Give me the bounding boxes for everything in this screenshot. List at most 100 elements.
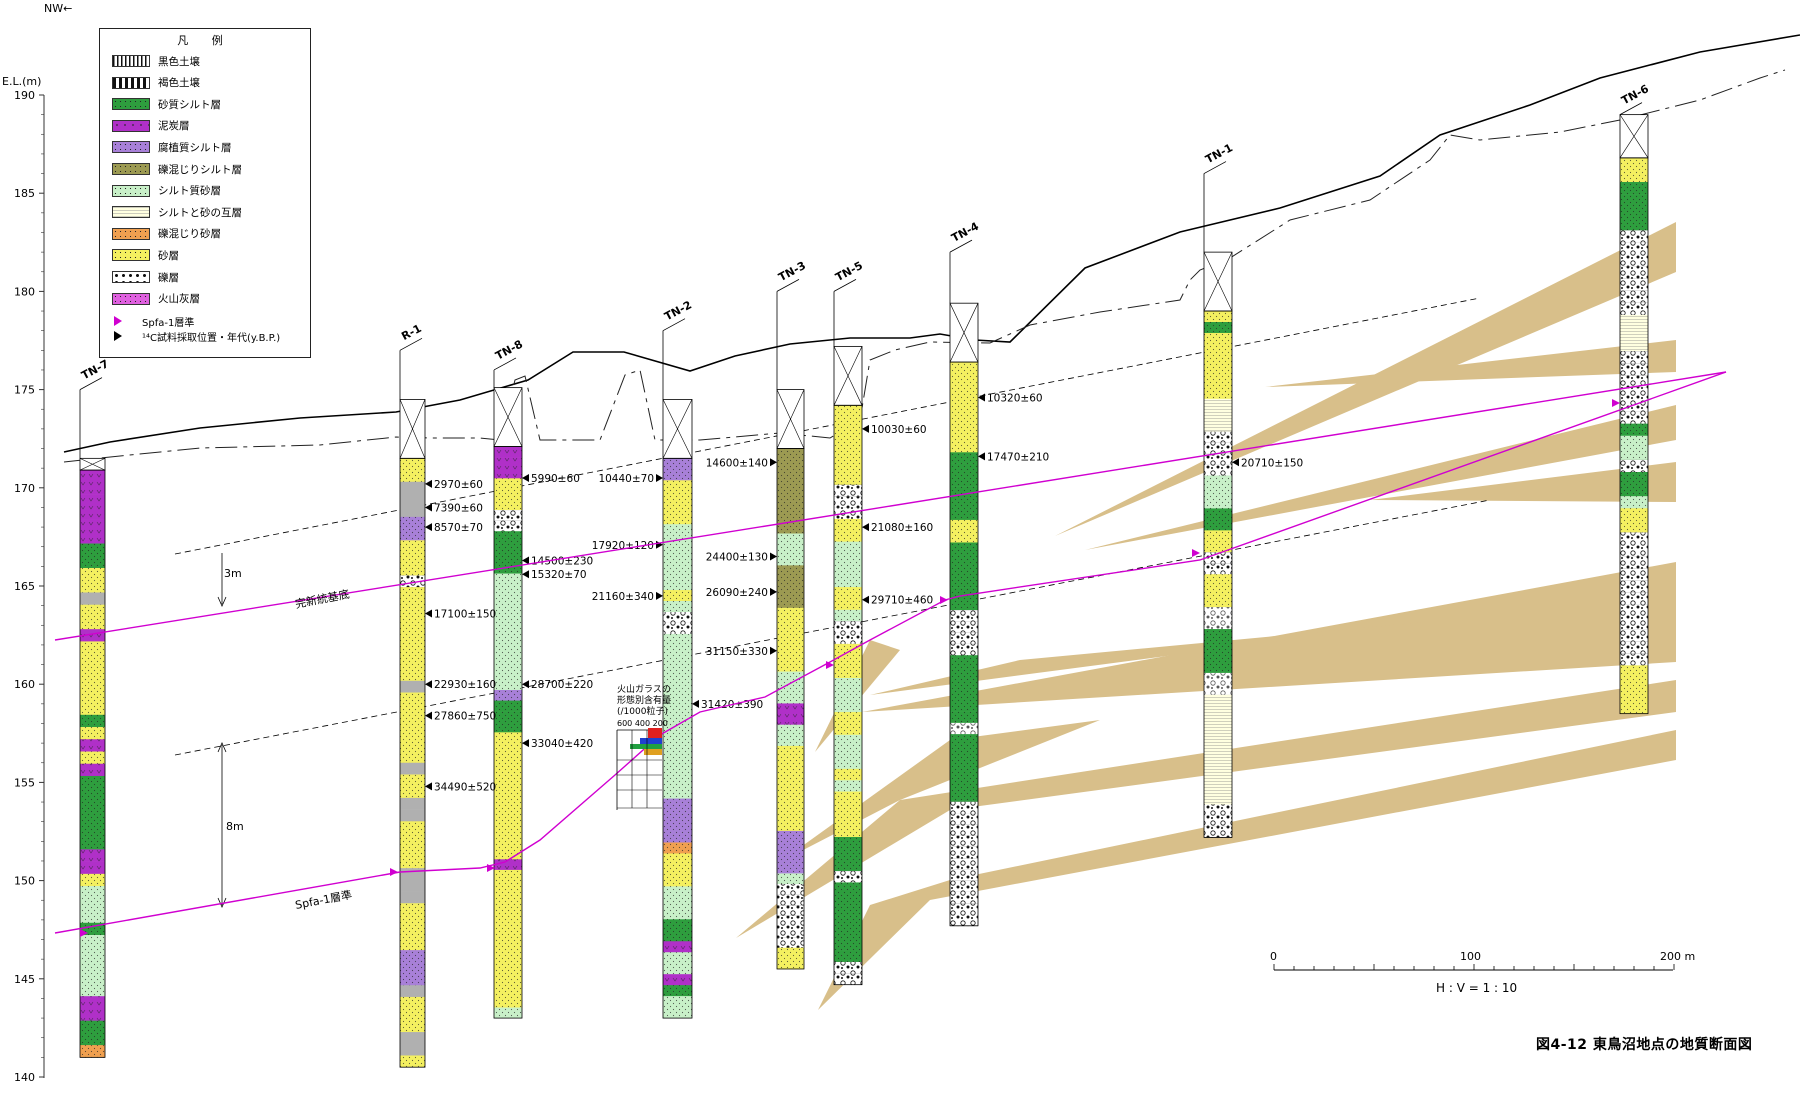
- legend-label: 礫層: [158, 271, 179, 284]
- spfa1-marker-icon: [826, 661, 834, 669]
- c14-age-label: 27860±750: [434, 711, 496, 723]
- c14-marker-icon: [522, 680, 529, 689]
- legend-label: Spfa-1層準: [142, 317, 195, 329]
- borehole-label: TN-8: [493, 338, 525, 363]
- glass-chart-title-3: (/1000粒子): [617, 705, 668, 717]
- legend-item: 礫混じりシルト層: [112, 161, 242, 177]
- legend-marker: ¹⁴C試料採取位置・年代(y.B.P.): [100, 328, 280, 344]
- c14-age-label: 2970±60: [434, 479, 483, 491]
- c14-marker-icon: [522, 570, 529, 579]
- marker-triangle-icon: [114, 331, 122, 341]
- layer: [400, 1043, 425, 1056]
- sand-wedge-4: [1370, 462, 1676, 502]
- guide-dashed-upper: [174, 297, 1481, 555]
- sand-wedge-2: [1265, 340, 1676, 387]
- c14-age-label: 10440±70: [598, 473, 654, 485]
- c14-age-label: 15320±70: [531, 569, 587, 581]
- c14-marker-icon: [425, 711, 432, 720]
- glass-chart-title-2: 形態別含有量: [617, 694, 671, 706]
- legend-swatch: [112, 227, 150, 240]
- legend-label: 黒色土壌: [158, 55, 200, 68]
- c14-age-label: 29710±460: [871, 595, 933, 607]
- direction-label: NW←: [44, 2, 72, 15]
- legend-label: 礫混じりシルト層: [158, 163, 242, 176]
- legend-swatch: [112, 76, 150, 89]
- sand-wedge-3: [1085, 405, 1676, 550]
- c14-age-label: 10320±60: [987, 392, 1043, 404]
- layer: [400, 891, 425, 904]
- c14-age-label: 14500±230: [531, 555, 593, 567]
- c14-age: 17100±150: [425, 608, 496, 620]
- borehole-tn-2: TN-2: [662, 298, 694, 1019]
- borehole-label: TN-2: [662, 298, 694, 323]
- c14-age-label: 33040±420: [531, 738, 593, 750]
- c14-marker-icon: [425, 523, 432, 532]
- legend-label: 火山灰層: [158, 293, 200, 306]
- c14-marker-icon: [770, 458, 777, 467]
- axis-tick-label: 170: [14, 482, 35, 495]
- borehole-label: TN-6: [1619, 82, 1651, 107]
- legend-label: 腐植質シルト層: [158, 141, 232, 154]
- legend-swatch: [112, 271, 150, 283]
- c14-age-label: 34490±520: [434, 781, 496, 793]
- legend-swatch: [112, 141, 150, 154]
- axis-tick-label: 140: [14, 1071, 35, 1084]
- layer: [80, 592, 105, 605]
- volcanic-glass-chart: 火山ガラスの 形態別含有量 (/1000粒子) 600 400 200: [616, 684, 671, 810]
- layer: [400, 797, 425, 810]
- axis-tick-label: 165: [14, 580, 35, 593]
- c14-marker-icon: [425, 503, 432, 512]
- legend-swatch: [112, 98, 150, 111]
- c14-age: 14600±140: [706, 457, 777, 469]
- spfa1-marker-icon: [1192, 549, 1200, 557]
- layer: [400, 985, 425, 998]
- legend-label: 礫混じり砂層: [158, 228, 221, 241]
- legend-item: シルトと砂の互層: [112, 204, 242, 220]
- legend-label: シルトと砂の互層: [158, 206, 242, 219]
- legend-marker: Spfa-1層準: [100, 313, 194, 329]
- legend-item: 砂層: [112, 247, 179, 263]
- legend-item: 礫層: [112, 269, 179, 285]
- c14-marker-icon: [656, 473, 663, 482]
- axis-tick-label: 185: [14, 187, 35, 200]
- layer: [400, 680, 425, 693]
- c14-age: 8570±70: [425, 522, 483, 534]
- interval-3m-label: 3m: [224, 567, 242, 580]
- c14-age: 2970±60: [425, 479, 483, 491]
- c14-age-label: 7390±60: [434, 502, 483, 514]
- borehole-tn-7: TN-7: [79, 357, 111, 1058]
- spfa1-marker-icon: [1612, 399, 1620, 407]
- interval-8m: 8m: [217, 742, 244, 908]
- glass-chart-scale: 600 400 200: [617, 719, 668, 728]
- layer: [400, 1032, 425, 1045]
- legend-swatch: [112, 184, 150, 197]
- c14-age-label: 10030±60: [871, 424, 927, 436]
- c14-marker-icon: [770, 646, 777, 655]
- c14-age-label: 5990±60: [531, 473, 580, 485]
- c14-age-label: 20710±150: [1241, 457, 1303, 469]
- c14-age: 5990±60: [522, 473, 580, 485]
- c14-age: 33040±420: [522, 738, 593, 750]
- legend-item: シルト質砂層: [112, 183, 221, 199]
- borehole-r-1: R-1: [399, 322, 426, 1068]
- layer: [400, 481, 425, 494]
- legend: 凡 例 黒色土壌褐色土壌砂質シルト層泥炭層腐植質シルト層礫混じりシルト層シルト質…: [99, 28, 311, 358]
- sand-wedge-9: [818, 730, 1676, 1010]
- c14-age-label: 31150±330: [706, 646, 768, 658]
- legend-item: 腐植質シルト層: [112, 139, 232, 155]
- c14-marker-icon: [425, 782, 432, 791]
- spfa1-horizon-label: Spfa-1層準: [294, 887, 353, 912]
- c14-marker-icon: [522, 556, 529, 565]
- axis-tick-label: 175: [14, 384, 35, 397]
- layer: [400, 868, 425, 881]
- legend-swatch: [112, 206, 150, 219]
- c14-age: 28700±220: [522, 679, 593, 691]
- c14-age-label: 17920±120: [592, 540, 654, 552]
- borehole-label: TN-7: [79, 357, 111, 382]
- spfa1-marker-icon: [940, 596, 948, 604]
- legend-title: 凡 例: [177, 34, 233, 47]
- c14-age: 17920±120: [592, 540, 663, 552]
- former-surface-line: [63, 69, 1786, 463]
- ground-surface-line: [63, 34, 1800, 453]
